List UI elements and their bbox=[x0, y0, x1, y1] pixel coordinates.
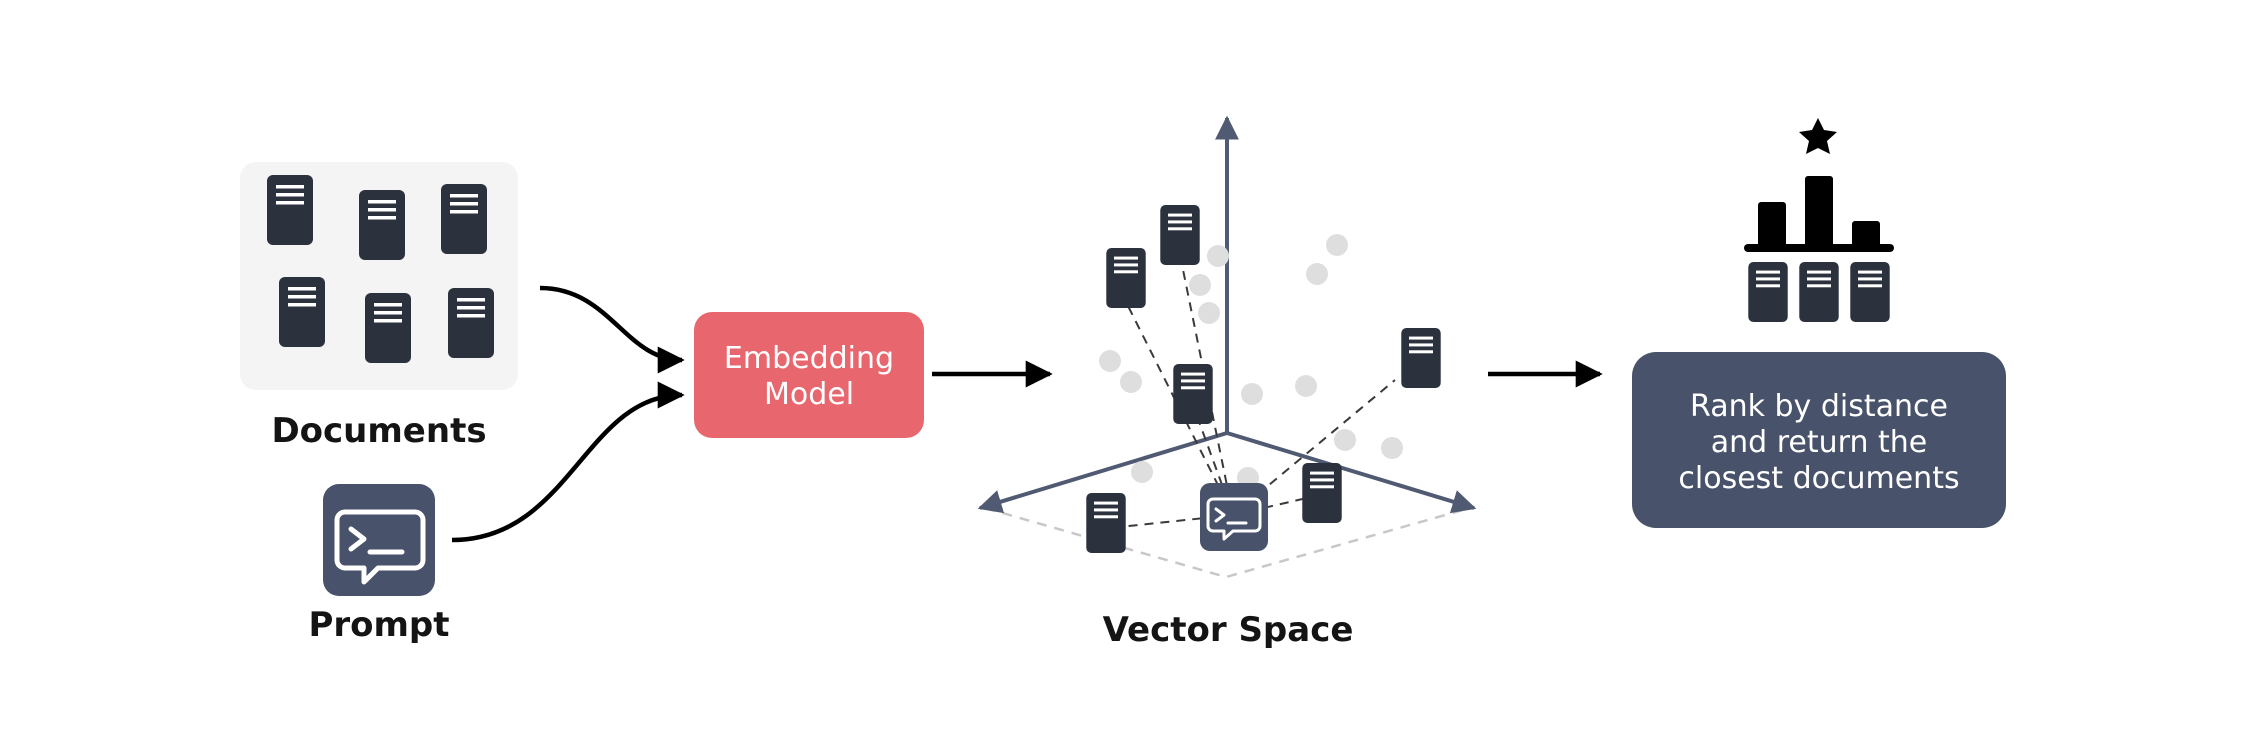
documents-label: Documents bbox=[271, 411, 486, 451]
prompt-label: Prompt bbox=[308, 605, 449, 645]
prompt-terminal-icon bbox=[323, 484, 435, 596]
embedding-model-line2: Model bbox=[764, 377, 854, 412]
axis-left bbox=[977, 431, 1228, 514]
axis-right bbox=[1226, 431, 1477, 514]
document-icon bbox=[359, 190, 405, 260]
rank-box: Rank by distance and return the closest … bbox=[1632, 352, 2006, 528]
document-icon bbox=[441, 184, 487, 254]
documents-group: Documents bbox=[240, 162, 518, 451]
vector-space-label: Vector Space bbox=[1103, 610, 1354, 650]
document-icon bbox=[1106, 248, 1146, 308]
embedding-model-line1: Embedding bbox=[724, 341, 894, 376]
prompt-group: Prompt bbox=[308, 484, 450, 645]
document-icon bbox=[1401, 328, 1441, 388]
document-icon bbox=[279, 277, 325, 347]
document-icon bbox=[1302, 463, 1342, 523]
vector-floor bbox=[984, 506, 1471, 579]
embedding-model-box: Embedding Model bbox=[694, 312, 924, 438]
rank-box-line3: closest documents bbox=[1678, 461, 1959, 496]
document-icon bbox=[1799, 262, 1839, 322]
document-icon bbox=[365, 293, 411, 363]
rank-box-line1: Rank by distance bbox=[1690, 389, 1948, 424]
document-icon bbox=[448, 288, 494, 358]
embedding-points bbox=[1099, 234, 1403, 489]
document-icon bbox=[1160, 205, 1200, 265]
rank-box-line2: and return the bbox=[1711, 425, 1927, 460]
documents-to-model-arrow bbox=[539, 285, 685, 374]
bar-chart-icon bbox=[1744, 176, 1894, 252]
prompt-terminal-icon bbox=[1200, 483, 1268, 551]
document-icon bbox=[267, 175, 313, 245]
star-icon bbox=[1799, 118, 1837, 154]
document-icon bbox=[1086, 493, 1126, 553]
prompt-to-model-arrow bbox=[451, 381, 685, 543]
document-icon bbox=[1748, 262, 1788, 322]
ranking-group bbox=[1744, 118, 1894, 322]
document-icon bbox=[1850, 262, 1890, 322]
vector-space: Vector Space bbox=[977, 115, 1477, 650]
document-icon bbox=[1173, 364, 1213, 424]
